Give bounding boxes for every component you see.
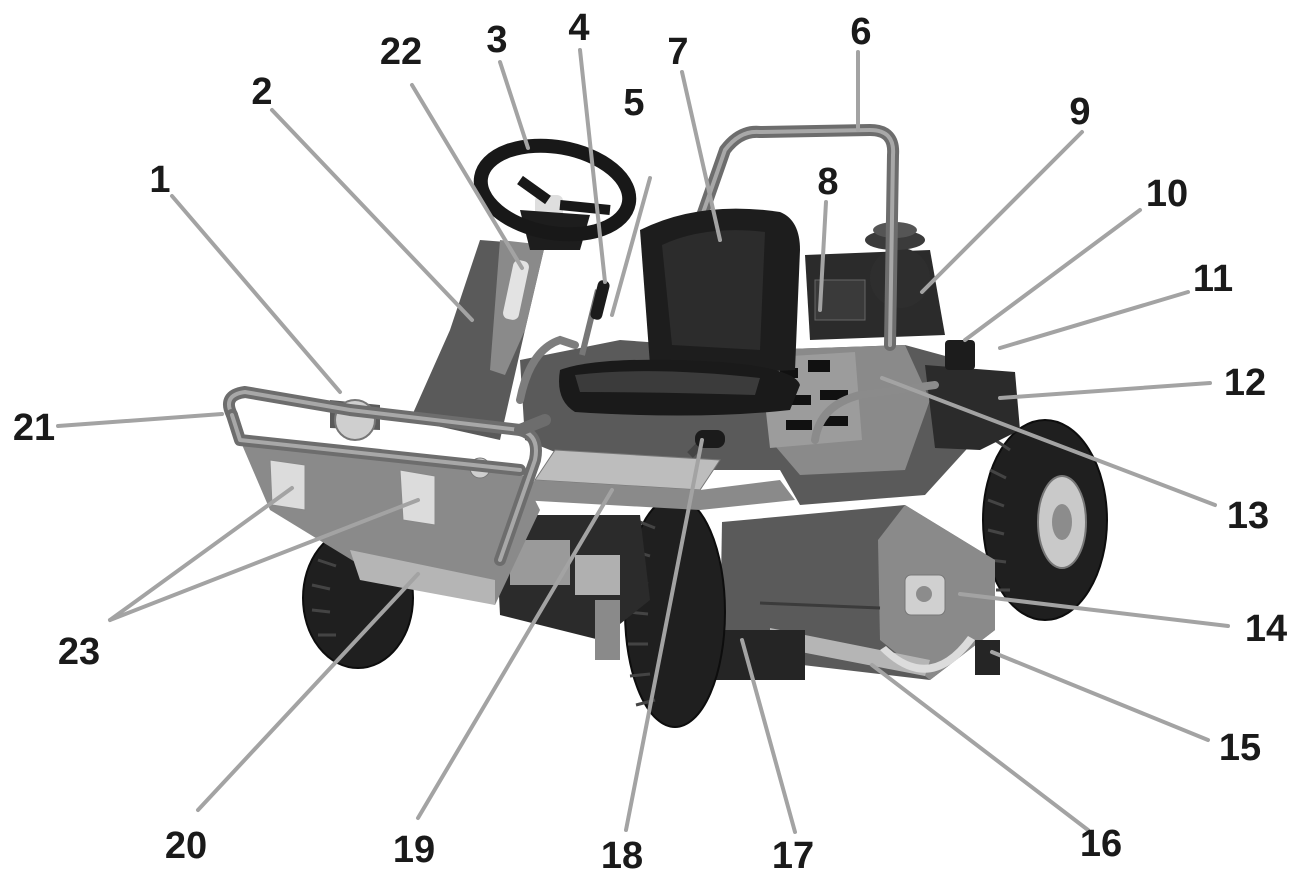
callout-23: 23 <box>58 631 100 673</box>
callout-17: 17 <box>772 835 814 876</box>
leader-line-19 <box>416 488 614 820</box>
callout-7: 7 <box>667 31 688 73</box>
callout-4: 4 <box>568 7 589 49</box>
leader-line-13 <box>880 376 1217 507</box>
callout-15: 15 <box>1219 727 1261 769</box>
cutting-deck <box>715 505 1000 680</box>
callout-13: 13 <box>1227 495 1269 537</box>
leader-line-21 <box>56 412 224 428</box>
leader-line-17 <box>740 638 797 834</box>
steering-wheel <box>473 138 637 242</box>
leader-lines <box>56 48 1230 834</box>
callout-2: 2 <box>251 71 272 113</box>
leader-line-9 <box>920 130 1084 294</box>
callout-3: 3 <box>486 19 507 61</box>
callout-22: 22 <box>380 31 422 73</box>
callout-20: 20 <box>165 825 207 867</box>
callout-1: 1 <box>149 159 170 201</box>
callout-12: 12 <box>1224 362 1266 404</box>
leader-line-23b <box>108 498 420 622</box>
callout-9: 9 <box>1069 91 1090 133</box>
transmission-area <box>495 515 650 660</box>
leader-line-3 <box>498 60 530 150</box>
leader-line-12 <box>998 381 1212 400</box>
roll-bar <box>684 124 900 351</box>
callout-16: 16 <box>1080 823 1122 865</box>
callout-labels: 1 2 3 4 5 6 7 8 9 10 11 12 13 14 15 16 1… <box>13 7 1287 876</box>
leader-line-4 <box>578 48 607 284</box>
callout-18: 18 <box>601 835 643 876</box>
leader-line-23a <box>108 486 294 622</box>
leader-line-20 <box>196 572 420 812</box>
callout-5: 5 <box>623 82 644 124</box>
leader-line-5 <box>610 176 652 317</box>
leader-line-15 <box>990 650 1210 742</box>
leader-line-7 <box>680 70 722 242</box>
main-body <box>520 222 1020 510</box>
leader-line-22 <box>410 83 524 270</box>
leader-line-11 <box>998 290 1190 350</box>
seat <box>559 208 800 416</box>
levers <box>516 280 939 458</box>
leader-line-10 <box>963 208 1142 342</box>
callout-6: 6 <box>850 11 871 53</box>
leader-line-2 <box>270 108 474 322</box>
leader-line-8 <box>818 200 828 312</box>
leader-line-14 <box>958 592 1230 628</box>
callout-19: 19 <box>393 829 435 871</box>
mower-illustration <box>223 124 1108 728</box>
callout-14: 14 <box>1245 608 1287 650</box>
leader-line-16 <box>870 663 1090 832</box>
callout-11: 11 <box>1193 258 1233 300</box>
leader-line-18 <box>624 438 704 832</box>
callout-10: 10 <box>1146 173 1188 215</box>
rear-right-wheel <box>982 419 1108 621</box>
callout-8: 8 <box>817 161 838 203</box>
front-bumper <box>223 386 551 566</box>
callout-21: 21 <box>13 407 55 449</box>
leader-line-1 <box>170 194 342 394</box>
